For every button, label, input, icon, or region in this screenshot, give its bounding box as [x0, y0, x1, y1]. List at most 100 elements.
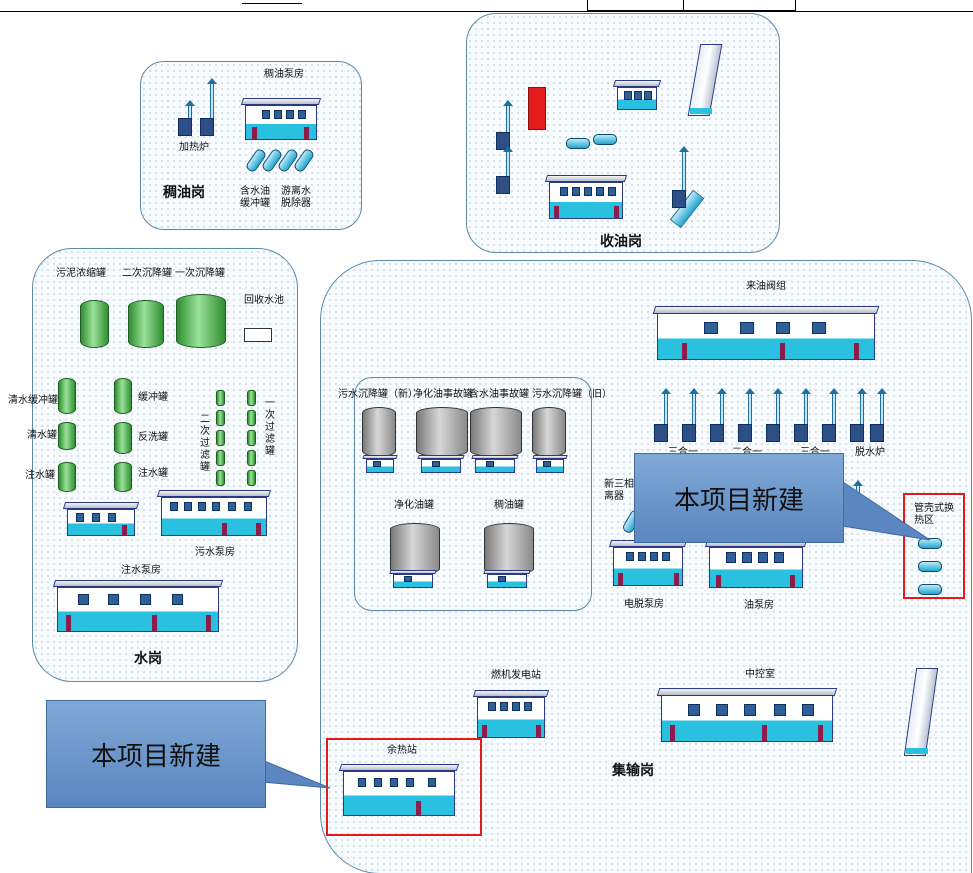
shouyou-post-label: 收油岗 [600, 234, 642, 250]
heat-exchanger-icon [918, 561, 942, 572]
water-oil-accident-tank [470, 407, 522, 457]
heating-furnace-icon [654, 388, 671, 444]
incoming-valve-group [652, 306, 880, 360]
heating-furnace-icon [200, 78, 217, 136]
heating-furnace-icon [794, 388, 811, 444]
callout-new-build-1: 本项目新建 [634, 453, 844, 543]
recovery-pool-icon [244, 328, 272, 342]
sewage-settling-old-label: 污水沉降罐（旧） [532, 389, 612, 400]
heating-furnace-label: 加热炉 [179, 142, 209, 153]
label-partial-a: 三合一 [668, 447, 698, 459]
table-cell [587, 0, 683, 11]
tank-pump-icon [417, 455, 465, 473]
injection-tank-left-label: 注水罐 [25, 470, 55, 481]
clear-water-tank [58, 422, 76, 450]
water-small-building [62, 502, 140, 536]
tank-pump-icon [389, 570, 437, 588]
first-settling-tank-label: 一次沉降罐 [175, 268, 225, 279]
table-cell [795, 0, 796, 11]
callout-new-build-2: 本项目新建 [46, 700, 266, 808]
second-filter-label: 二次过滤罐 [200, 414, 210, 473]
first-filter-label: 一次过滤罐 [265, 398, 275, 457]
heavy-oil-tank [484, 523, 534, 575]
backwash-tank [114, 422, 132, 454]
first-settling-tank [176, 294, 226, 348]
qiyou-pump-house [240, 98, 322, 140]
injection-tank-mid [114, 462, 132, 492]
label-partial-d: 一 [880, 517, 890, 528]
control-room [656, 688, 838, 742]
qiyou-pump-house-label: 稠油泵房 [264, 69, 304, 80]
second-filter-tank [216, 430, 225, 446]
backwash-tank-label: 反洗罐 [138, 432, 168, 443]
clear-water-tank-label: 清水罐 [27, 430, 57, 441]
zone-qiyou [140, 61, 362, 230]
clear-water-buffer-tank [58, 378, 76, 414]
heating-furnace-icon [846, 480, 863, 514]
waste-heat-station-label: 余热站 [387, 745, 417, 756]
recovery-pool-label: 回收水池 [244, 295, 284, 306]
sewage-settling-new-label: 污水沉降罐（新） [338, 389, 418, 400]
second-filter-tank [216, 470, 225, 486]
purified-oil-tank-label: 净化油罐 [394, 500, 434, 511]
water-oil-accident-tank-label: 含水油事故罐 [469, 389, 529, 400]
tank-pump-icon [362, 455, 398, 473]
gas-generator-station-label: 燃机发电站 [491, 670, 541, 681]
first-filter-tank [247, 470, 256, 486]
sewage-pump-house-label: 污水泵房 [195, 547, 235, 558]
water-post-label: 水岗 [134, 651, 162, 667]
injection-pump-house-label: 注水泵房 [121, 565, 161, 576]
second-settling-tank-label: 二次沉降罐 [122, 268, 172, 279]
table-cell-text-fragment [242, 0, 302, 4]
purified-oil-accident-tank-label: 净化油事故罐 [413, 389, 473, 400]
tank-cylinder-icon [566, 138, 590, 149]
heating-furnace-icon [822, 388, 839, 444]
first-filter-tank [247, 430, 256, 446]
second-settling-tank [128, 300, 164, 348]
heating-furnace-icon [496, 146, 513, 196]
gas-generator-station [472, 690, 550, 738]
sewage-pump-house [156, 490, 272, 536]
sludge-thickening-tank-label: 污泥浓缩罐 [56, 268, 106, 279]
label-partial-b: 二合一 [732, 447, 762, 459]
first-filter-tank [247, 410, 256, 426]
heavy-oil-tank-label: 稠油罐 [494, 500, 524, 511]
purified-oil-tank [390, 523, 440, 575]
oil-water-buffer-tank-label: 含水油 缓冲罐 [240, 186, 270, 209]
red-accident-marker-icon [528, 87, 546, 130]
heating-furnace-icon [710, 388, 727, 444]
electric-dehydration-pump-house-label: 电脱泵房 [624, 599, 664, 610]
table-cell [683, 0, 795, 11]
tank-pump-icon [483, 570, 531, 588]
heat-exchanger-icon [918, 584, 942, 595]
tank-pump-icon [532, 455, 568, 473]
incoming-valve-group-label: 来油阀组 [746, 281, 786, 292]
second-filter-tank [216, 410, 225, 426]
control-room-label: 中控室 [745, 669, 775, 680]
heating-furnace-icon [870, 388, 887, 444]
tank-area-box [354, 377, 592, 611]
free-water-separator-label: 游离水 脱除器 [281, 186, 311, 209]
heating-furnace-icon [672, 146, 689, 210]
pump-building-small [612, 80, 662, 110]
heating-furnace-icon [178, 100, 195, 136]
label-partial-c: 三合一 [800, 447, 830, 459]
new-build-highlight-box [903, 493, 965, 599]
first-filter-tank [247, 390, 256, 406]
clear-water-buffer-tank-label: 清水缓冲罐 [8, 395, 58, 406]
tank-pump-icon [471, 455, 519, 473]
injection-tank-mid-label: 注水罐 [138, 468, 168, 479]
injection-tank-left [58, 462, 76, 492]
sludge-thickening-tank [80, 300, 109, 348]
oil-pump-house [704, 540, 808, 588]
tank-cylinder-icon [593, 134, 617, 145]
column-vessel-base [906, 748, 928, 754]
waste-heat-station [338, 764, 460, 816]
dehydration-furnace-label: 脱水炉 [855, 447, 885, 458]
heating-furnace-icon [850, 388, 867, 444]
zone-shouyou [466, 13, 780, 253]
sewage-settling-new-tank [362, 407, 396, 457]
sewage-settling-old-tank [532, 407, 566, 457]
three-phase-separator-label: 新三相 离器 [604, 479, 634, 502]
